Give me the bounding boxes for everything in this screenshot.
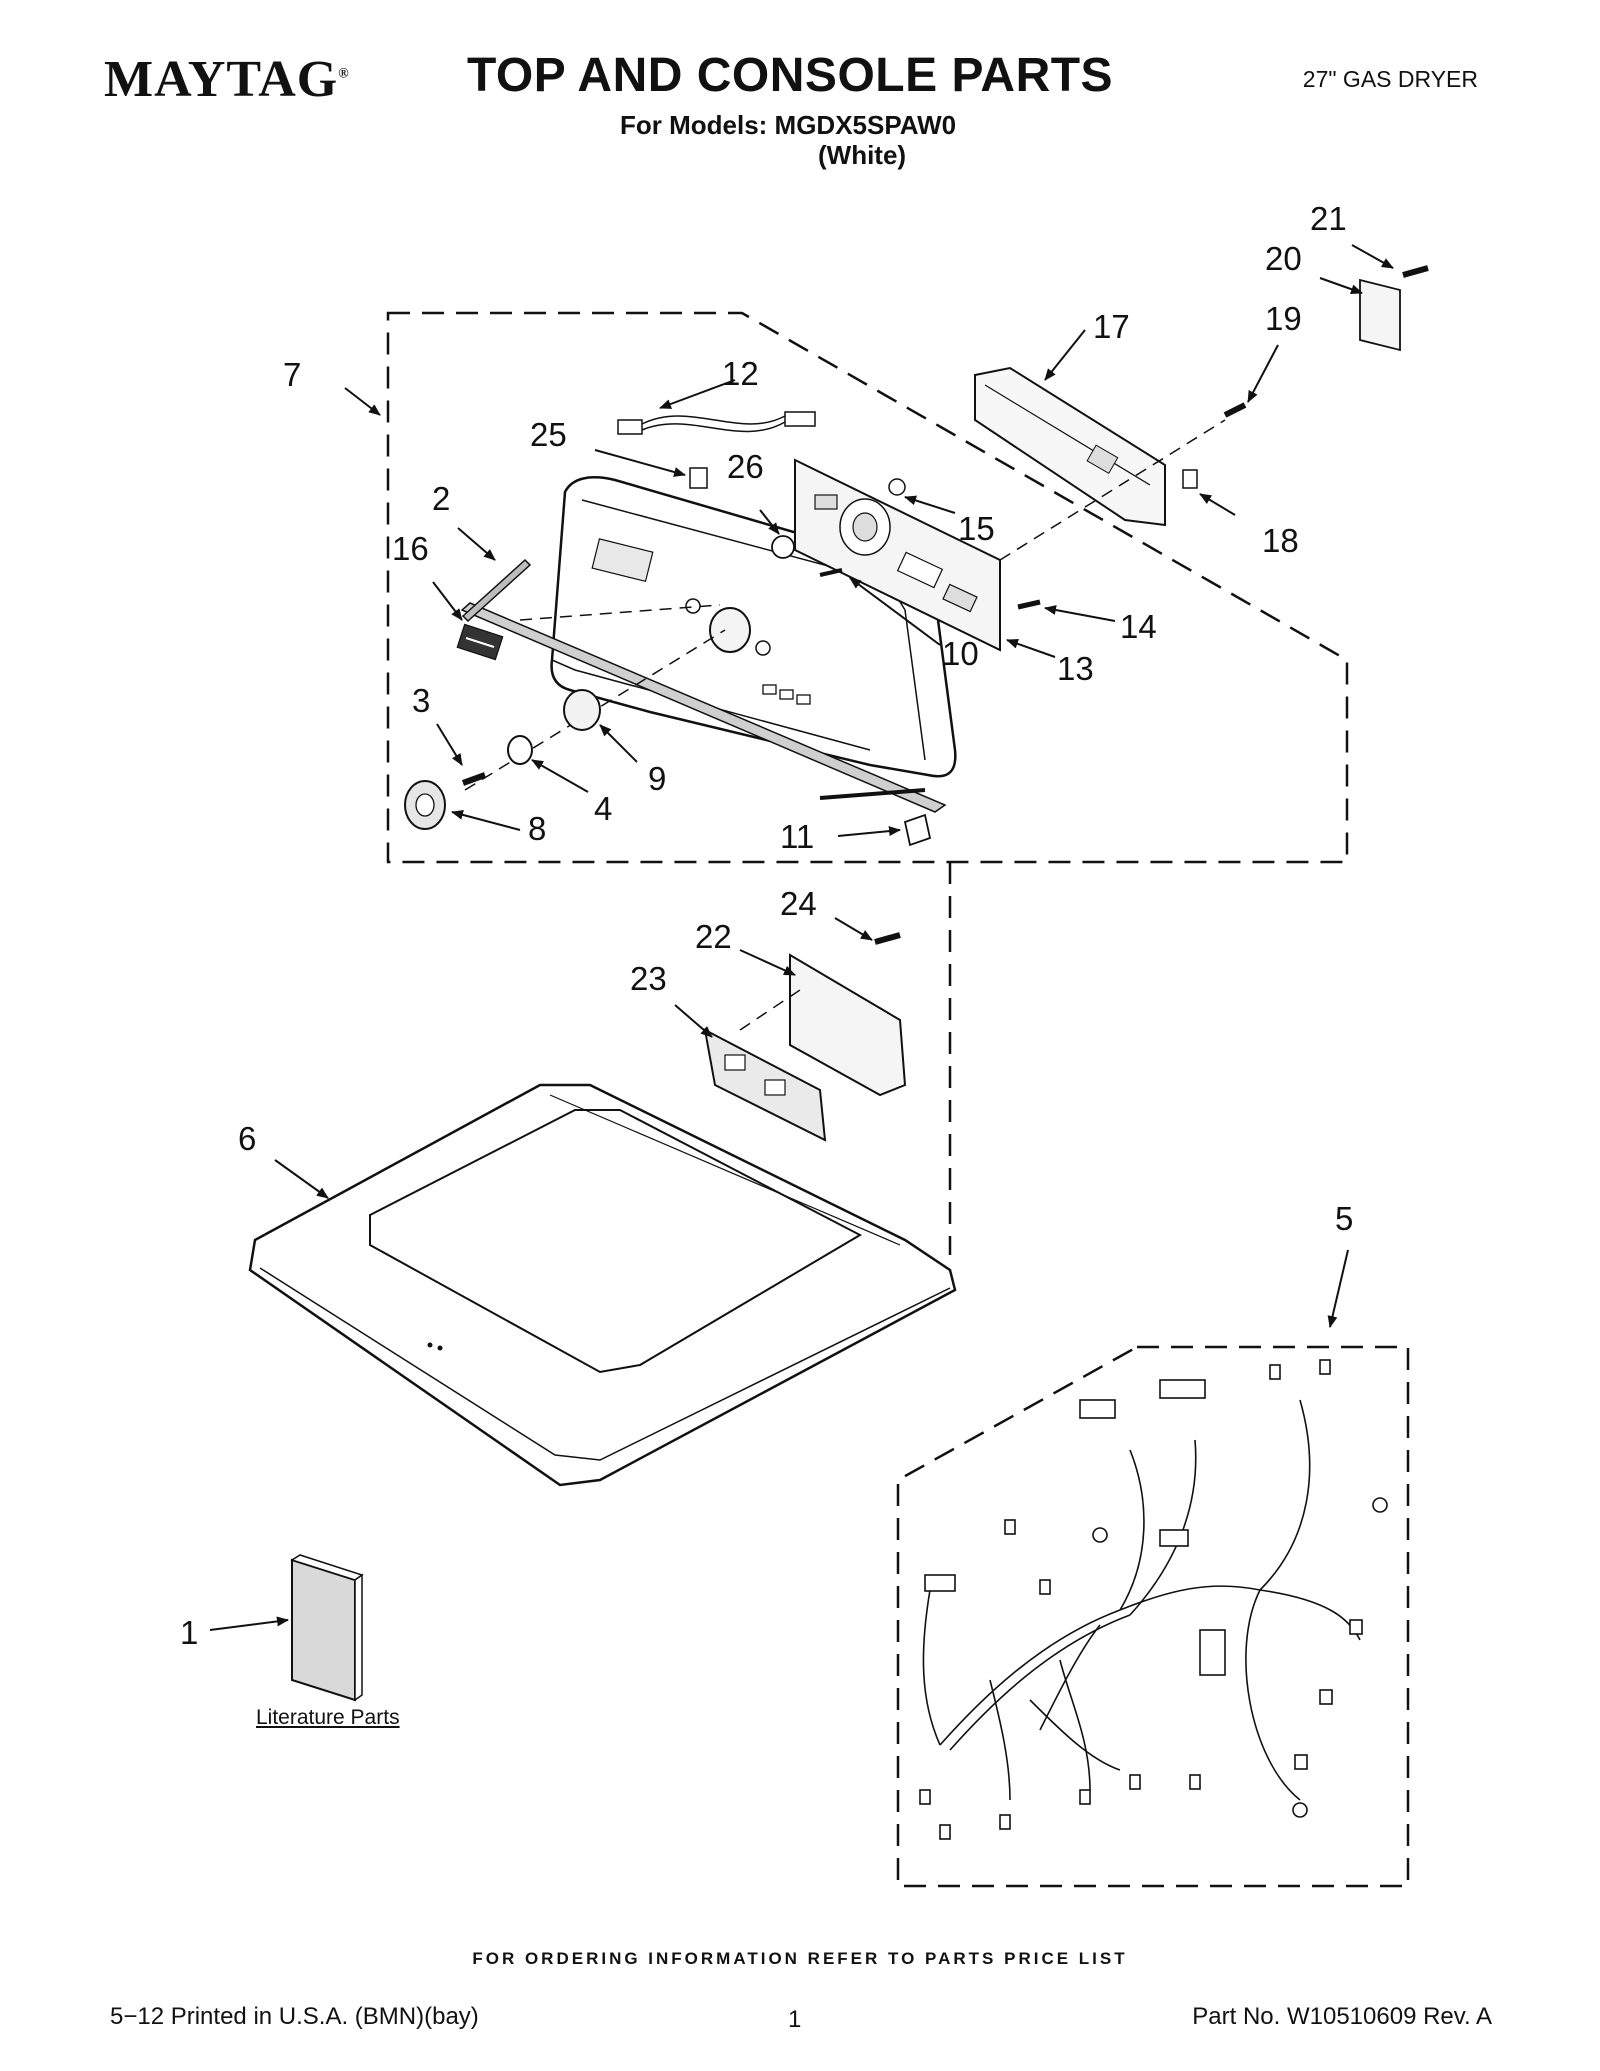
- board-clip: [888, 478, 906, 496]
- product-type: 27" GAS DRYER: [1302, 66, 1478, 92]
- callout-16: 16: [392, 530, 429, 567]
- callout-19: 19: [1265, 300, 1302, 337]
- gasket-clip: [903, 813, 932, 847]
- knob-nut: [507, 735, 533, 765]
- board-screw: [819, 568, 843, 577]
- callout-3: 3: [412, 682, 430, 719]
- page-title: TOP AND CONSOLE PARTS: [466, 49, 1114, 102]
- callout-21: 21: [1310, 200, 1347, 237]
- part-number: Part No. W10510609 Rev. A: [1192, 2003, 1492, 2030]
- knob-insert: [563, 689, 601, 731]
- round-disc: [771, 535, 795, 559]
- callout-8: 8: [528, 810, 546, 847]
- callout-25: 25: [530, 416, 567, 453]
- callout-14: 14: [1120, 608, 1157, 645]
- console-rear-cover: [974, 366, 1166, 527]
- console-gasket: [460, 602, 947, 813]
- callout-24: 24: [780, 885, 817, 922]
- callout-10: 10: [942, 635, 979, 672]
- knob: [404, 780, 446, 830]
- callout-20: 20: [1265, 240, 1302, 277]
- console-screw: [1017, 599, 1041, 610]
- console-gasket-strip: [819, 788, 926, 800]
- callout-5: 5: [1335, 1200, 1353, 1237]
- callout-1: 1: [180, 1614, 198, 1651]
- mount-line-3: [999, 419, 1226, 561]
- ordering-note: FOR ORDERING INFORMATION REFER TO PARTS …: [472, 1949, 1128, 1968]
- callout-23: 23: [630, 960, 667, 997]
- callout-18: 18: [1262, 522, 1299, 559]
- bracket-screw: [1402, 265, 1429, 278]
- model-number-line: For Models: MGDX5SPAW0: [620, 110, 957, 140]
- callout-6: 6: [238, 1120, 256, 1157]
- callout-26: 26: [727, 448, 764, 485]
- callout-arrows: [209, 244, 1394, 1631]
- cover-clip: [1182, 469, 1198, 489]
- cover-screw: [1223, 402, 1247, 418]
- callout-2: 2: [432, 480, 450, 517]
- literature-booklet: [290, 1554, 364, 1702]
- mount-line-2: [464, 629, 726, 791]
- main-wire-harness: [922, 1399, 1361, 1801]
- page-number: 1: [788, 2006, 802, 2033]
- harness-boundary: [896, 1345, 1410, 1888]
- knob-shaft: [461, 772, 487, 786]
- callout-13: 13: [1057, 650, 1094, 687]
- igniter-module: [703, 1028, 827, 1142]
- brand-name: MAYTAG: [104, 51, 339, 108]
- mounting-plate: [789, 953, 907, 1097]
- trim-rod: [461, 558, 532, 623]
- registered-mark: ®: [338, 66, 350, 82]
- control-board: [794, 458, 1001, 652]
- callout-7: 7: [283, 356, 301, 393]
- callout-15: 15: [958, 510, 995, 547]
- callout-4: 4: [594, 790, 612, 827]
- callout-11: 11: [780, 818, 814, 855]
- model-color: (White): [818, 140, 907, 170]
- callout-numbers: 1 2 3 4 5 6 7 8 9 10 11 12 13 14 15 16 1…: [180, 200, 1353, 1651]
- jumper-wire: [617, 411, 816, 435]
- callout-9: 9: [648, 760, 666, 797]
- mount-line-4: [739, 989, 801, 1031]
- console-clip: [689, 467, 708, 489]
- harness-connectors: [919, 1359, 1388, 1840]
- literature-parts-label: Literature Parts: [256, 1706, 400, 1729]
- print-info: 5−12 Printed in U.S.A. (BMN)(bay): [110, 2003, 479, 2030]
- maytag-badge: [456, 623, 504, 661]
- callout-22: 22: [695, 918, 732, 955]
- callout-17: 17: [1093, 308, 1130, 345]
- dryer-top: [248, 1083, 957, 1487]
- callout-12: 12: [722, 355, 759, 392]
- mount-line-1: [519, 604, 721, 621]
- plate-screw: [874, 932, 901, 945]
- rear-bracket: [1359, 278, 1401, 352]
- brand-logo: MAYTAG®: [104, 50, 350, 109]
